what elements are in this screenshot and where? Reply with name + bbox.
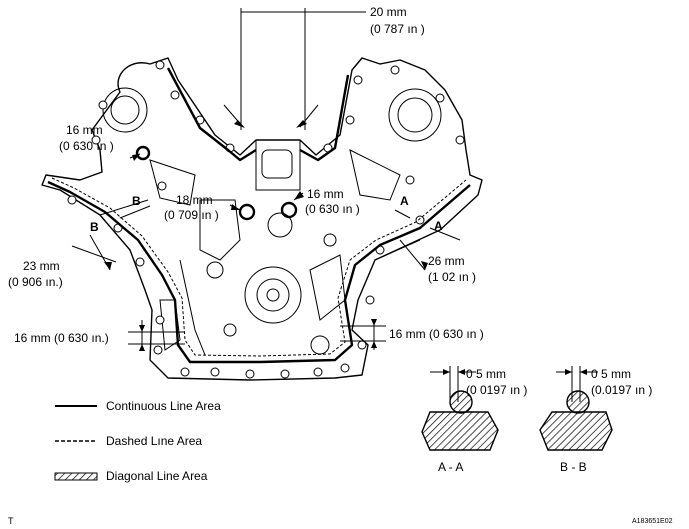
section-marker-a-top: A: [400, 194, 409, 208]
figure-id: A183651E02: [632, 518, 673, 525]
sealant-bead-continuous: [47, 67, 471, 364]
dim-16mm-left-label: 16 mm: [66, 123, 103, 137]
section-b-b-title: B - B: [560, 460, 587, 474]
dimension-lines: [71, 8, 461, 350]
dim-20mm-label: 20 mm: [370, 5, 407, 19]
sealant-bead-inner: [51, 177, 467, 357]
section-b-width-label: 0 5 mm: [591, 367, 632, 381]
o-rings: [135, 145, 298, 221]
legend-diagonal-label: Diagonal Line Area: [106, 469, 208, 483]
legend-diagonal-swatch: [54, 472, 98, 481]
dim-23mm-label: 23 mm: [23, 259, 60, 273]
dim-16mm-center-inch: (0 630 ın ): [305, 202, 360, 216]
cover-details: [99, 87, 442, 356]
dim-26mm-label: 26 mm: [428, 254, 465, 268]
dim-23mm-inch: (0 906 ın.): [8, 275, 63, 289]
timing-cover-outline: [41, 57, 483, 381]
dim-18mm-inch: (0 709 ın ): [164, 208, 219, 222]
section-marker-b-bottom: B: [90, 220, 99, 234]
corner-mark: T: [8, 516, 14, 526]
dimension-arrowheads: [104, 120, 428, 351]
dim-18mm-label: 18 mm: [176, 193, 213, 207]
dim-16mm-left-inch: (0 630 ın ): [59, 139, 114, 153]
section-b-b-view: [539, 366, 613, 451]
section-b-width-inch: (0.0197 ın ): [591, 383, 653, 397]
dim-20mm-inch: (0 787 ın ): [370, 22, 425, 36]
dim-16mm-bottom-right: 16 mm (0 630 ın ): [389, 327, 484, 341]
bolt-holes: [67, 60, 465, 379]
section-marker-b-top: B: [132, 194, 141, 208]
dim-16mm-center-label: 16 mm: [307, 187, 344, 201]
dim-16mm-bottom-left: 16 mm (0 630 ın.): [14, 331, 109, 345]
legend-continuous-label: Continuous Line Area: [106, 399, 221, 413]
section-a-a-view: [421, 366, 499, 451]
legend-dashed-label: Dashed Lıne Area: [106, 434, 203, 448]
section-a-width-inch: (0 0197 ın ): [466, 383, 528, 397]
section-a-width-label: 0 5 mm: [466, 367, 507, 381]
section-marker-a-bottom: A: [434, 219, 443, 233]
dim-26mm-inch: (1 02 ın ): [428, 270, 477, 284]
section-a-a-title: A - A: [438, 460, 464, 474]
